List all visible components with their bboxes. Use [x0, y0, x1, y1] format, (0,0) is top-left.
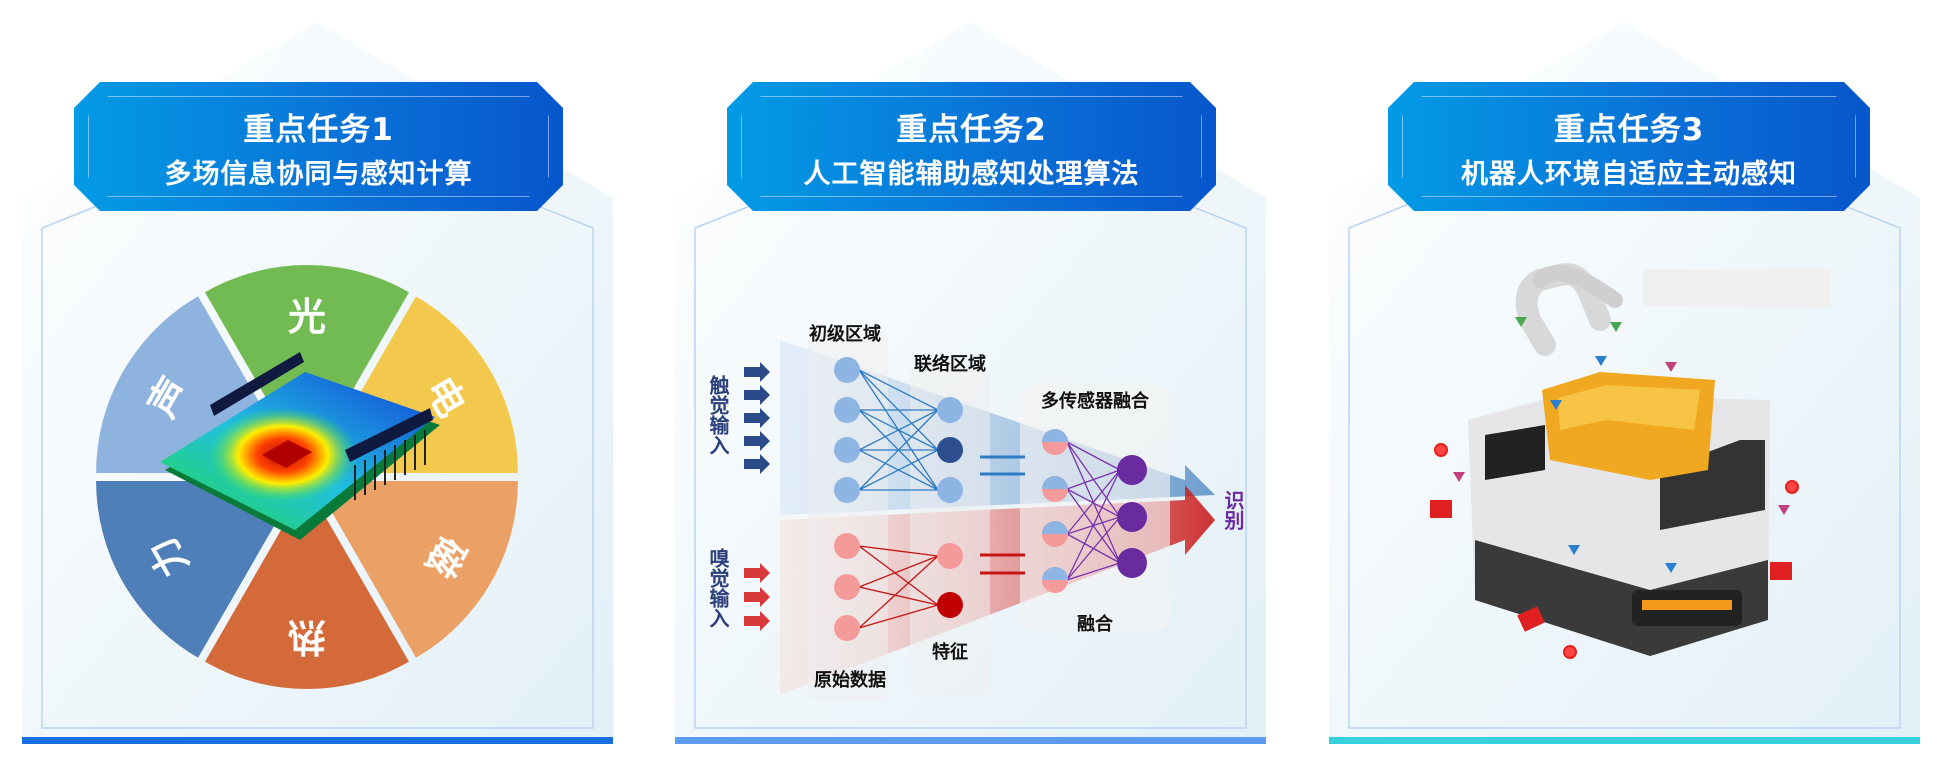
- olfactory-input-arrow: [744, 587, 770, 607]
- tactile-feature-node: [937, 437, 963, 463]
- network-edge: [858, 409, 939, 491]
- network-edge: [858, 586, 939, 606]
- network-edge: [1066, 516, 1121, 581]
- olfactory-input-arrow: [744, 563, 770, 583]
- tactile-input-arrow: [744, 408, 770, 428]
- output-node: [1117, 502, 1147, 532]
- tactile-node: [834, 357, 860, 383]
- task-2-banner: 重点任务2 人工智能辅助感知处理算法: [727, 82, 1216, 211]
- fusion-node-top: [1042, 521, 1068, 534]
- network-edge: [1066, 469, 1121, 490]
- task-3-banner: 重点任务3 机器人环境自适应主动感知: [1388, 82, 1870, 211]
- task-1-subtitle: 多场信息协同与感知计算: [164, 159, 473, 190]
- tactile-input-arrow: [744, 431, 770, 451]
- output-node: [1117, 548, 1147, 578]
- network-edge: [858, 545, 939, 606]
- network-edge: [1066, 441, 1121, 471]
- tactile-input-arrow: [744, 385, 770, 405]
- fusion-node-top: [1042, 476, 1068, 489]
- network-edge: [858, 545, 939, 557]
- network-edge: [1066, 469, 1121, 535]
- network-edge: [858, 555, 939, 588]
- pie-slice-0: [205, 264, 409, 469]
- network-edge: [858, 604, 939, 629]
- olfactory-node: [834, 533, 860, 559]
- olfactory-node: [834, 574, 860, 600]
- tactile-input-arrow: [744, 454, 770, 474]
- network-edge: [858, 449, 939, 491]
- field-label: 热: [288, 615, 326, 659]
- network-edge: [858, 369, 939, 411]
- olfactory-input-arrow: [744, 611, 770, 631]
- pie-slice-2: [313, 481, 518, 658]
- fusion-node-top: [1042, 429, 1068, 442]
- tactile-node: [834, 397, 860, 423]
- network-edge: [1066, 562, 1121, 581]
- network-edge: [858, 409, 939, 451]
- network-edge: [1066, 469, 1121, 581]
- network-edge: [858, 555, 939, 629]
- task-3-title: 重点任务3: [1553, 112, 1705, 148]
- tactile-node: [834, 477, 860, 503]
- pie-slice-4: [96, 481, 301, 658]
- task-2-subtitle: 人工智能辅助感知处理算法: [803, 159, 1140, 190]
- task-3-subtitle: 机器人环境自适应主动感知: [1461, 159, 1797, 190]
- olfactory-feature-node: [937, 543, 963, 569]
- pie-slice-3: [205, 485, 409, 689]
- olfactory-node: [834, 615, 860, 641]
- task-1-banner: 重点任务1 多场信息协同与感知计算: [74, 82, 563, 211]
- field-label: 光: [288, 295, 326, 339]
- output-node: [1117, 455, 1147, 485]
- task-1-title: 重点任务1: [243, 112, 394, 148]
- fusion-network-diagram: [744, 330, 1215, 700]
- mobile-robot-image: [1430, 263, 1830, 659]
- task-2-title: 重点任务2: [896, 112, 1047, 148]
- fusion-node-top: [1042, 567, 1068, 580]
- olfactory-feature-node: [937, 592, 963, 618]
- tactile-input-arrow: [744, 362, 770, 382]
- circuit-board-image: [160, 352, 440, 540]
- tactile-feature-node: [937, 477, 963, 503]
- tactile-node: [834, 437, 860, 463]
- tactile-feature-node: [937, 397, 963, 423]
